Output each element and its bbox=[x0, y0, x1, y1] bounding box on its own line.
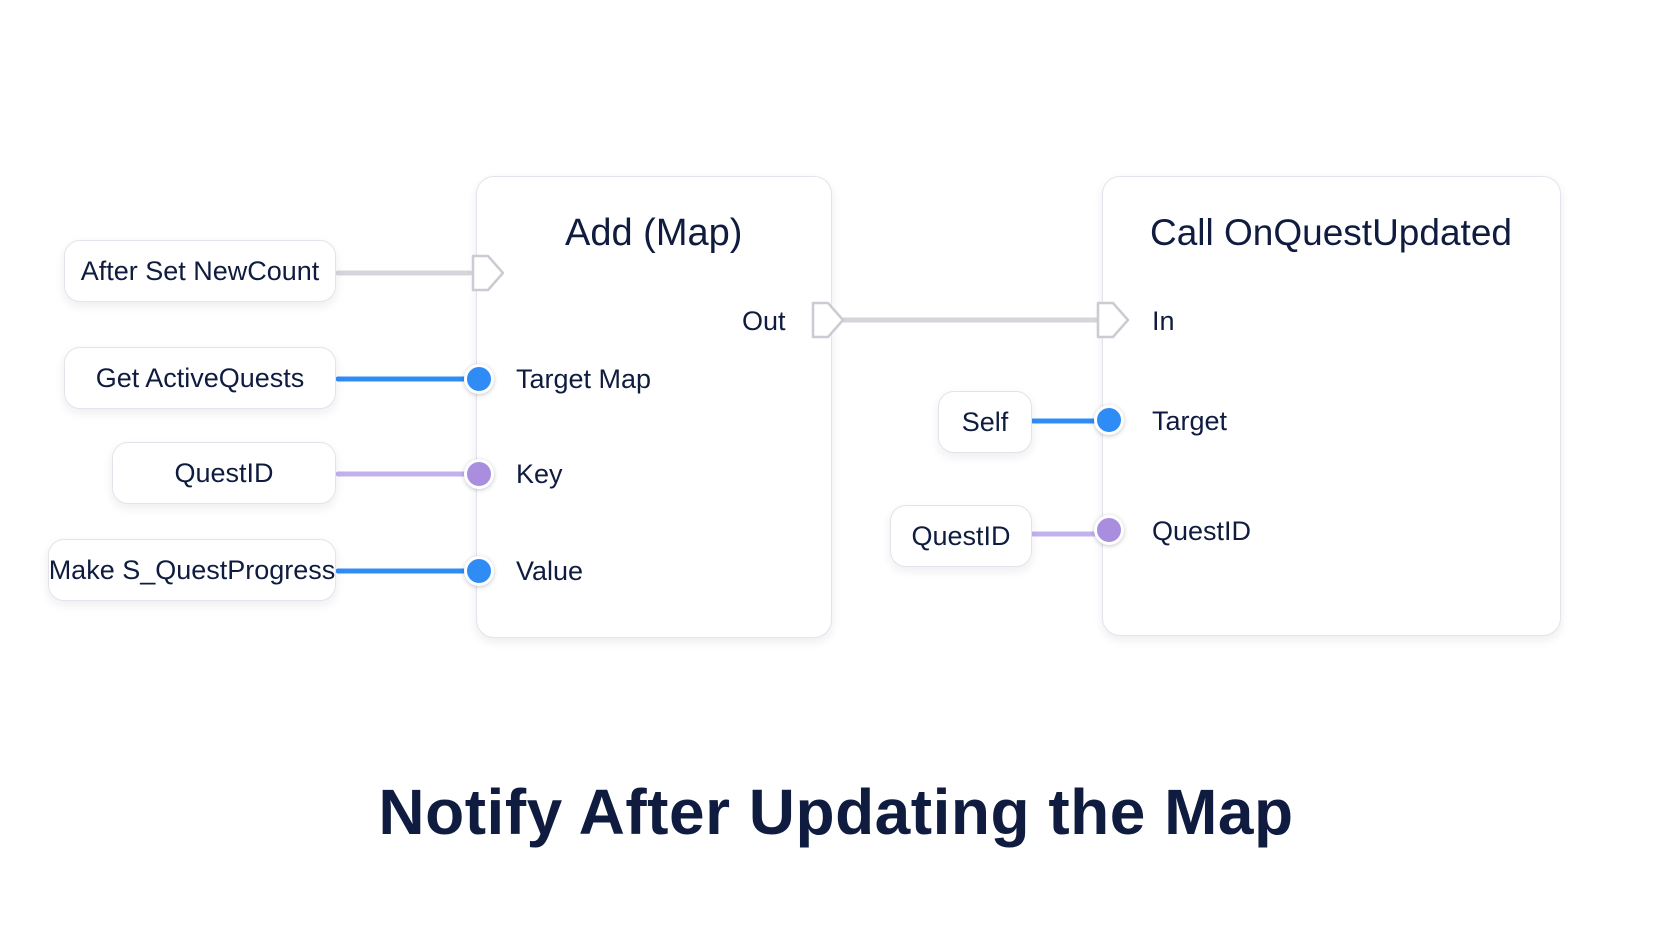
value-label: Value bbox=[516, 556, 584, 586]
call-target-label: Target bbox=[1152, 406, 1228, 436]
diagram-title: Notify After Updating the Map bbox=[378, 776, 1294, 848]
add-exec-out-pin[interactable] bbox=[810, 300, 846, 340]
make-quest-progress-node[interactable]: Make S_QuestProgress bbox=[48, 539, 336, 601]
target-map-pin[interactable] bbox=[464, 364, 494, 394]
add-out-label: Out bbox=[742, 306, 786, 336]
quest-id-variable-node-2[interactable]: QuestID bbox=[890, 505, 1032, 567]
get-active-quests-node[interactable]: Get ActiveQuests bbox=[64, 347, 336, 409]
call-quest-id-pin[interactable] bbox=[1094, 515, 1124, 545]
quest-id-variable-node[interactable]: QuestID bbox=[112, 442, 336, 504]
add-map-node-title: Add (Map) bbox=[565, 212, 743, 254]
call-on-quest-updated-node[interactable] bbox=[1102, 176, 1561, 636]
key-pin[interactable] bbox=[464, 459, 494, 489]
add-exec-in-pin[interactable] bbox=[470, 253, 506, 293]
call-exec-in-pin[interactable] bbox=[1095, 300, 1131, 340]
target-map-label: Target Map bbox=[516, 364, 652, 394]
call-target-pin[interactable] bbox=[1094, 405, 1124, 435]
call-in-label: In bbox=[1152, 306, 1175, 336]
add-map-node[interactable] bbox=[476, 176, 832, 638]
value-pin[interactable] bbox=[464, 556, 494, 586]
key-label: Key bbox=[516, 459, 563, 489]
self-node[interactable]: Self bbox=[938, 391, 1032, 453]
call-node-title: Call OnQuestUpdated bbox=[1150, 212, 1512, 253]
call-quest-id-label: QuestID bbox=[1152, 516, 1252, 546]
after-set-newcount-node[interactable]: After Set NewCount bbox=[64, 240, 336, 302]
